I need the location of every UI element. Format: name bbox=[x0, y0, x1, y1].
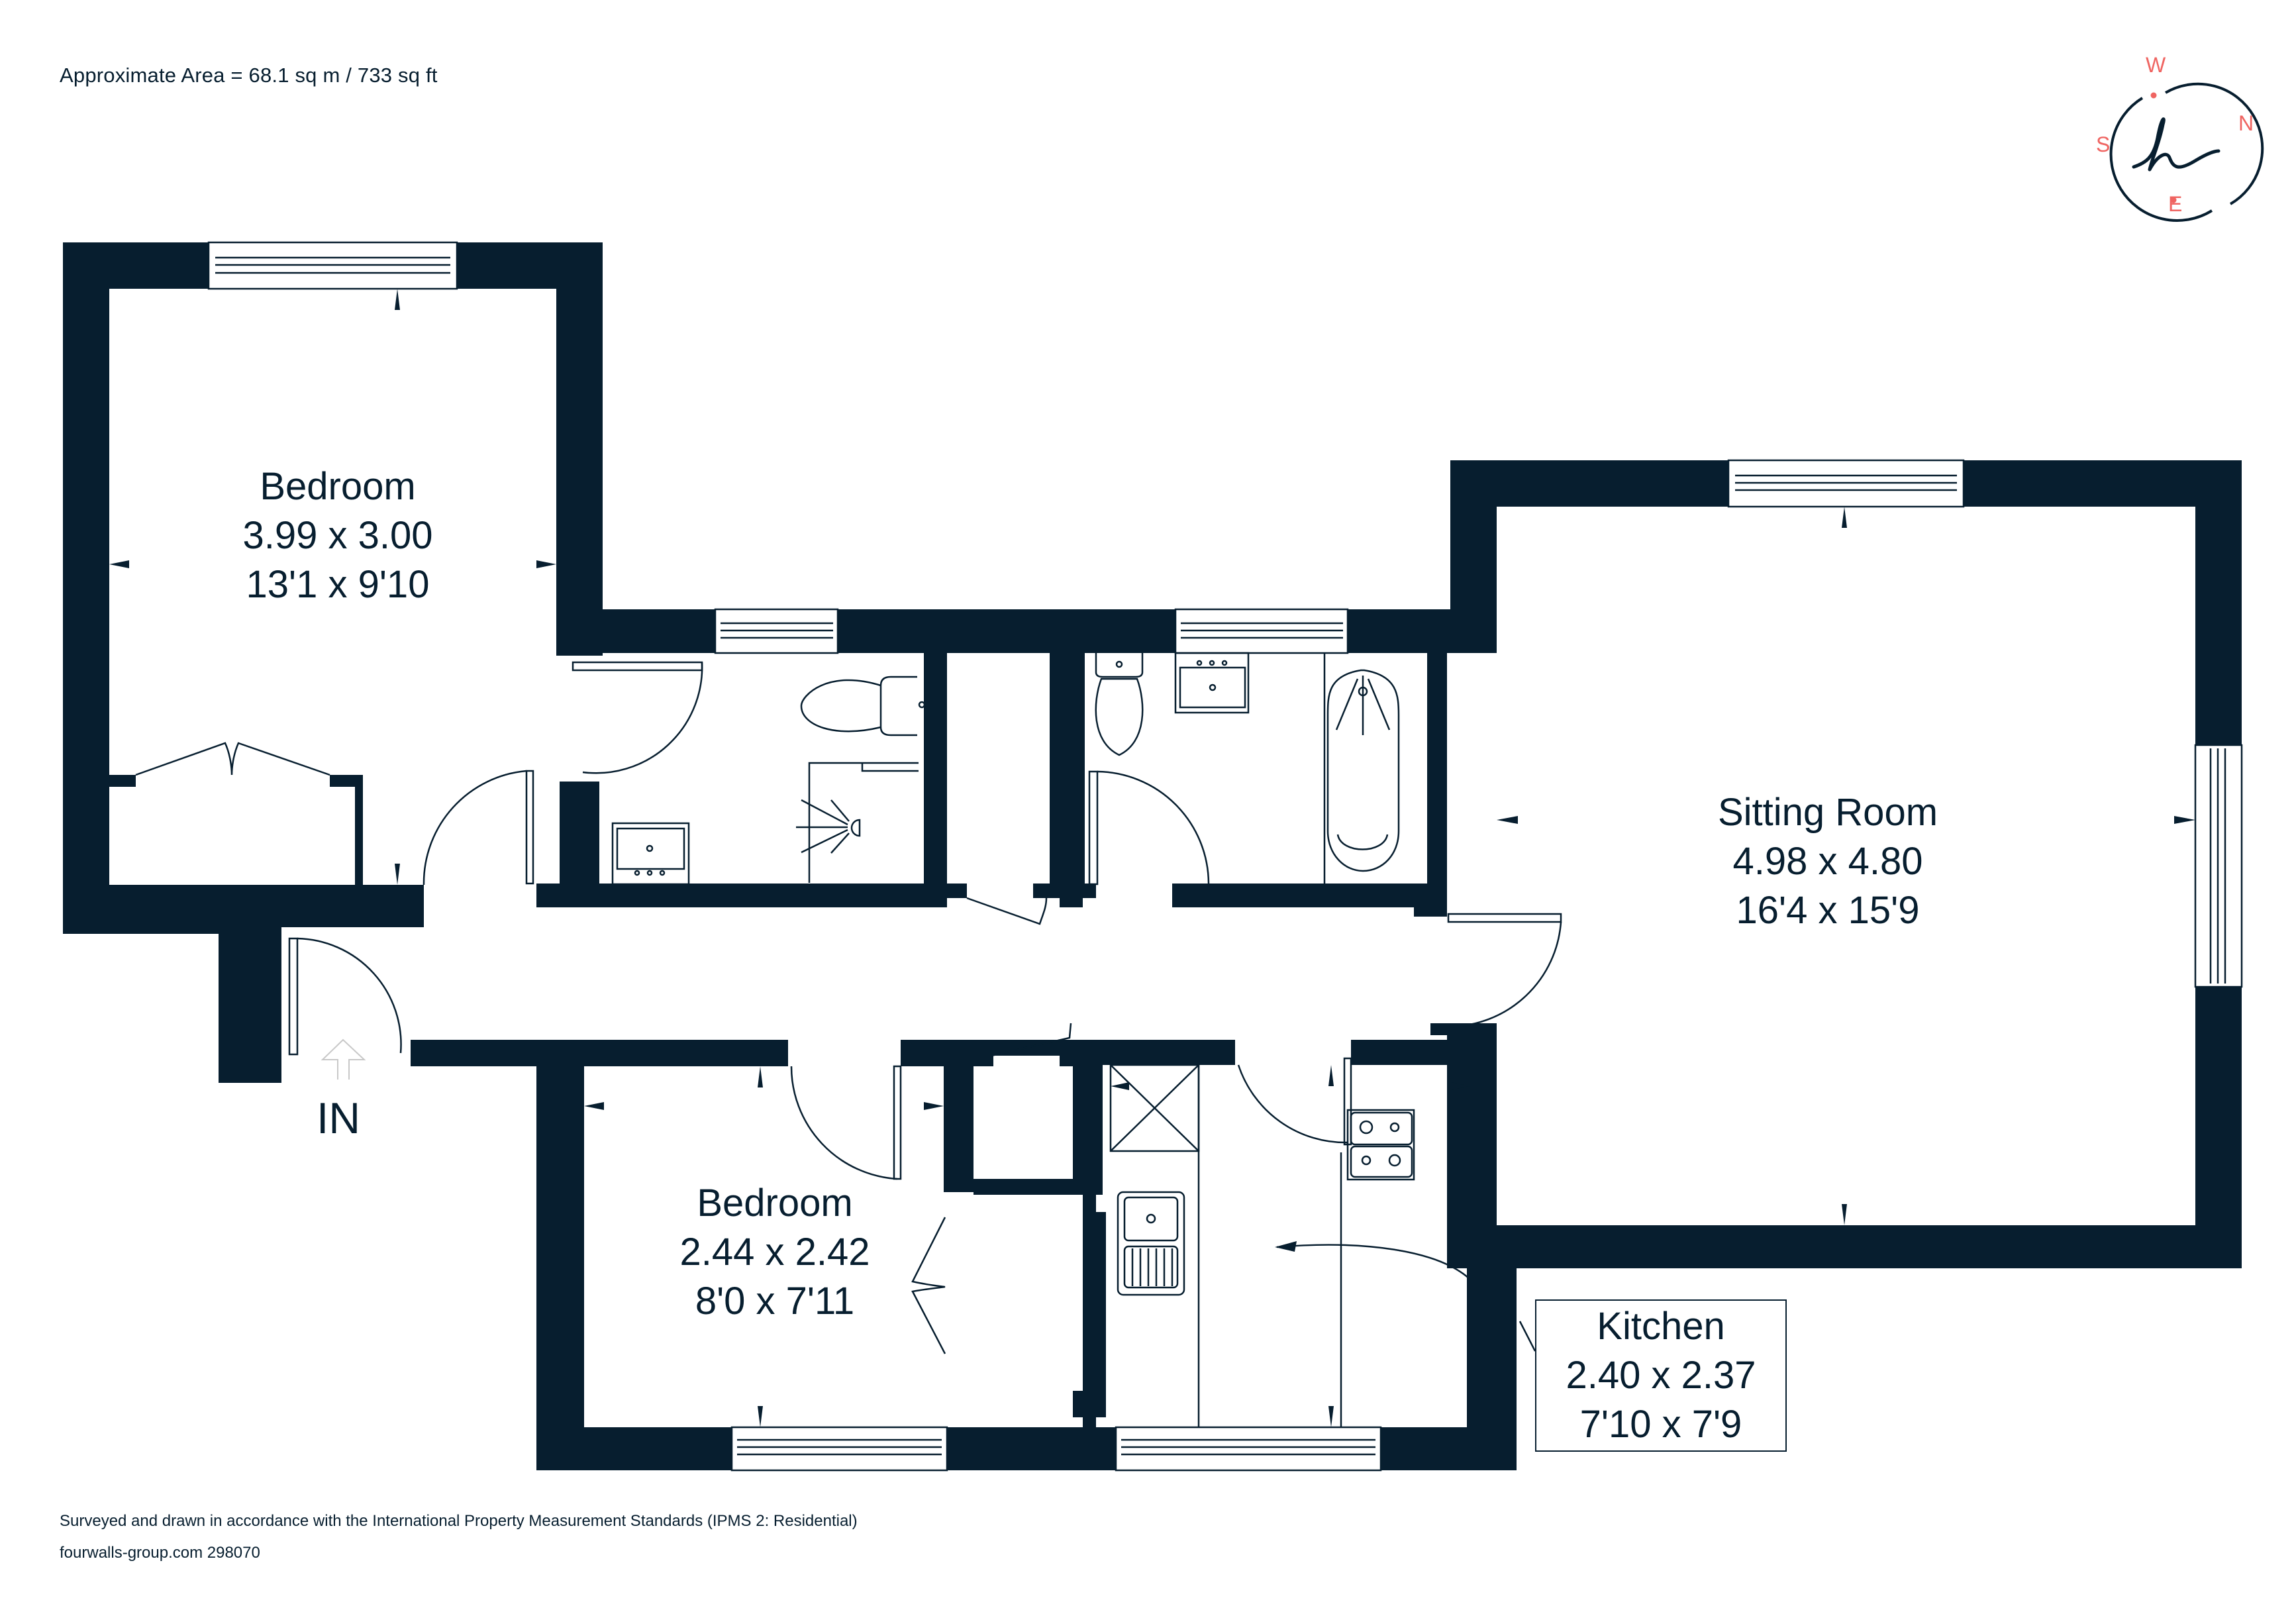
reference-footnote: fourwalls-group.com 298070 bbox=[60, 1544, 260, 1562]
entrance-arrow-icon bbox=[321, 1038, 366, 1080]
room-name: Sitting Room bbox=[1717, 791, 1938, 834]
room-imperial: 8'0 x 7'11 bbox=[695, 1280, 855, 1323]
windows bbox=[207, 241, 2243, 1472]
entrance-label: IN bbox=[317, 1093, 360, 1142]
room-metric: 2.44 x 2.42 bbox=[679, 1231, 870, 1274]
room-label-kitchen: Kitchen 2.40 x 2.37 7'10 x 7'9 bbox=[1536, 1302, 1785, 1449]
standards-footnote: Surveyed and drawn in accordance with th… bbox=[60, 1512, 858, 1530]
room-metric: 2.40 x 2.37 bbox=[1566, 1354, 1756, 1397]
room-name: Bedroom bbox=[697, 1182, 853, 1225]
compass-north-label: N bbox=[2238, 111, 2254, 135]
compass-west-label: W bbox=[2146, 53, 2166, 77]
room-imperial: 7'10 x 7'9 bbox=[1579, 1403, 1742, 1446]
room-imperial: 13'1 x 9'10 bbox=[246, 563, 430, 606]
room-label-sitting-room: Sitting Room 4.98 x 4.80 16'4 x 15'9 bbox=[1682, 788, 1973, 935]
doors bbox=[135, 661, 1562, 1354]
compass-south-label: S bbox=[2096, 132, 2111, 156]
room-imperial: 16'4 x 15'9 bbox=[1736, 889, 1920, 932]
compass-rose: W N S E bbox=[2079, 52, 2278, 224]
room-metric: 3.99 x 3.00 bbox=[242, 514, 433, 557]
room-label-bedroom-2: Bedroom 2.44 x 2.42 8'0 x 7'11 bbox=[636, 1179, 914, 1326]
room-metric: 4.98 x 4.80 bbox=[1732, 840, 1923, 883]
fixtures bbox=[611, 652, 1536, 1427]
handwritten-h-logo-icon bbox=[2132, 117, 2221, 172]
compass-circle-icon bbox=[2109, 82, 2264, 222]
room-name: Kitchen bbox=[1597, 1305, 1725, 1348]
room-name: Bedroom bbox=[260, 465, 416, 508]
kitchen-label-box: Kitchen 2.40 x 2.37 7'10 x 7'9 bbox=[1535, 1299, 1787, 1452]
room-label-bedroom-1: Bedroom 3.99 x 3.00 13'1 x 9'10 bbox=[185, 462, 490, 609]
compass-east-label: E bbox=[2168, 192, 2183, 216]
approximate-area-text: Approximate Area = 68.1 sq m / 733 sq ft bbox=[60, 64, 438, 87]
dimension-arrows bbox=[109, 289, 2195, 1427]
walls bbox=[63, 242, 2242, 1470]
